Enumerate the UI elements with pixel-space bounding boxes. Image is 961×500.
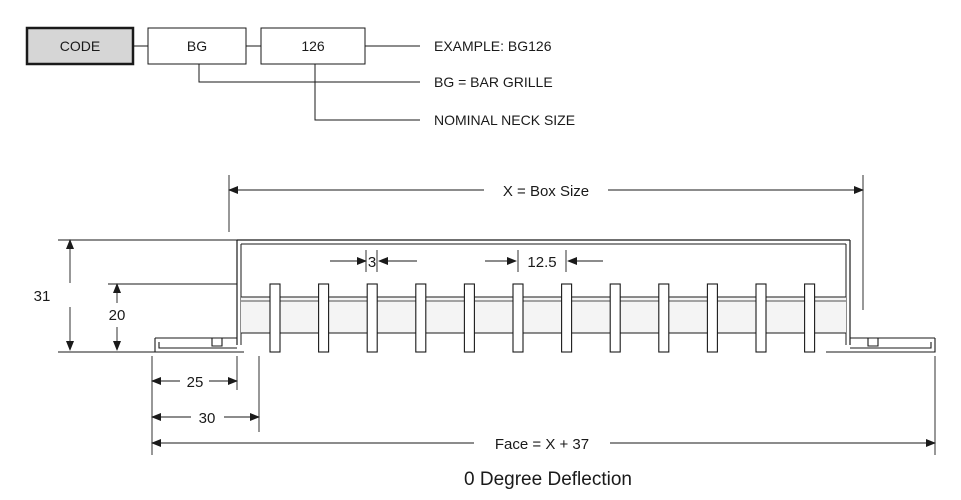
- prefix-leader: [198, 64, 420, 83]
- flange-30-label: 30: [199, 410, 216, 427]
- face-size-label: Face = X + 37: [495, 436, 589, 453]
- left-flange: [154, 337, 244, 353]
- grille-blade: [755, 283, 767, 353]
- grille-blade: [415, 283, 427, 353]
- dimension-labels: X = Box Size 31 20 3 12.5 25 30 Face = X…: [34, 183, 632, 490]
- mullion-band: [241, 297, 846, 333]
- grille-blade: [318, 283, 330, 353]
- grille-profile: [154, 239, 936, 353]
- example-text: EXAMPLE: BG126: [434, 38, 552, 54]
- flange-25-label: 25: [187, 374, 204, 391]
- right-flange: [826, 337, 936, 353]
- code-label: CODE: [60, 38, 100, 54]
- grille-blade: [804, 283, 816, 353]
- size-leader: [314, 64, 420, 121]
- code-chart: CODE BG 126 EXAMPLE: BG126 BG = BAR GRIL…: [25, 26, 575, 128]
- prefix-box: [147, 27, 247, 65]
- prefix-value: BG: [187, 38, 207, 54]
- height-31-label: 31: [34, 288, 51, 305]
- grille-blade: [561, 283, 573, 353]
- grille-blade: [706, 283, 718, 353]
- grille-blade: [609, 283, 621, 353]
- prefix-meaning: BG = BAR GRILLE: [434, 74, 553, 90]
- deflection-caption: 0 Degree Deflection: [464, 469, 632, 490]
- dimension-lines: [58, 175, 936, 455]
- height-20-label: 20: [109, 307, 126, 324]
- bar-width-label: 3: [368, 254, 376, 271]
- code-box: [25, 26, 135, 66]
- size-box: [260, 27, 366, 65]
- size-meaning: NOMINAL NECK SIZE: [434, 112, 575, 128]
- box-size-label: X = Box Size: [503, 183, 589, 200]
- grille-blade: [512, 283, 524, 353]
- blade-group: [269, 283, 816, 353]
- grille-blade: [269, 283, 281, 353]
- grille-blade: [658, 283, 670, 353]
- bar-pitch-label: 12.5: [527, 254, 556, 271]
- size-value: 126: [301, 38, 325, 54]
- grille-blade: [463, 283, 475, 353]
- grille-blade: [366, 283, 378, 353]
